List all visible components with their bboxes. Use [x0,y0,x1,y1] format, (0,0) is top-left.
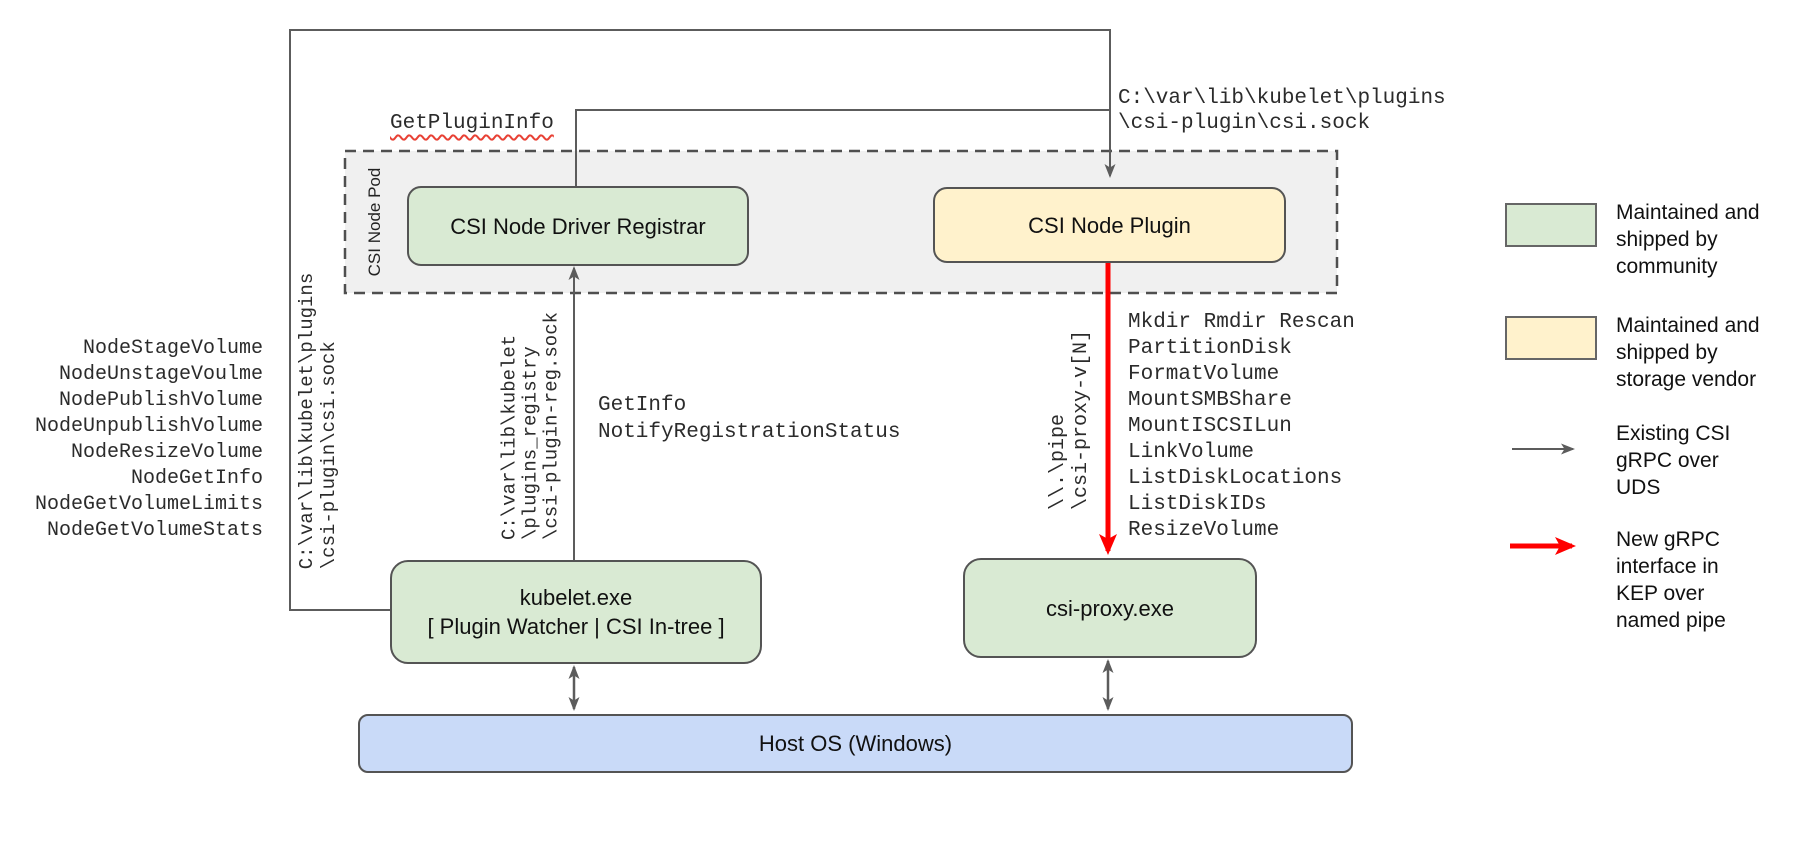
list-item: LinkVolume [1128,441,1255,464]
kubelet-label: kubelet.exe [ Plugin Watcher | CSI In-tr… [427,585,725,639]
list-item: Mkdir Rmdir Rescan [1128,311,1355,334]
csi-node-pod-label: CSI Node Pod [365,167,384,277]
registrar-getplugininfo-line [575,109,1110,187]
list-item: NodeGetVolumeStats [46,519,263,542]
list-item: ListDiskIDs [1128,493,1267,516]
csi-node-plugin-label: CSI Node Plugin [1028,212,1191,238]
kubelet-box: kubelet.exe [ Plugin Watcher | CSI In-tr… [390,560,762,664]
list-item: NodeResizeVolume [70,441,263,464]
list-item: NodeStageVolume [82,337,263,360]
list-item: FormatVolume [1128,363,1280,386]
getplugininfo-annotation: GetPluginInfo [390,112,554,135]
kubelet-to-node-plugin-line [289,29,1116,611]
legend-vendor-swatch [1505,316,1597,360]
reg-sock-path-vertical-annotation: C:\var\lib\kubelet \plugins_registry \cs… [498,311,563,541]
list-item: NodeGetInfo [130,467,263,490]
list-item: ListDiskLocations [1128,467,1343,490]
list-item: ResizeVolume [1128,519,1280,542]
list-item: MountSMBShare [1128,389,1292,412]
named-pipe-vertical-annotation: \\.\pipe \csi-proxy-v[N] [1047,329,1093,511]
csi-proxy-label: csi-proxy.exe [1046,595,1174,621]
legend-new-grpc-label: New gRPC interface in KEP over named pip… [1616,528,1726,632]
csi-proxy-box: csi-proxy.exe [963,558,1257,658]
csi-proxy-methods-list: Mkdir Rmdir Rescan PartitionDisk FormatV… [1128,310,1355,544]
host-os-box: Host OS (Windows) [358,714,1353,773]
csi-node-driver-registrar-label: CSI Node Driver Registrar [450,213,706,239]
list-item: NodeGetVolumeLimits [34,493,263,516]
legend-vendor-label: Maintained and shipped by storage vendor [1616,314,1760,391]
list-item: PartitionDisk [1128,337,1292,360]
csi-node-driver-registrar-box: CSI Node Driver Registrar [407,186,749,266]
csi-sock-path-annotation: C:\var\lib\kubelet\plugins \csi-plugin\c… [1118,87,1446,135]
list-item: NodePublishVolume [58,389,263,412]
legend-community-swatch [1505,203,1597,247]
list-item: NodeUnstageVoulme [58,363,263,386]
legend-community-label: Maintained and shipped by community [1616,201,1760,278]
list-item: NodeUnpublishVolume [34,415,263,438]
legend-existing-grpc-label: Existing CSI gRPC over UDS [1616,422,1731,499]
list-item: MountISCSILun [1128,415,1292,438]
registration-calls-annotation: GetInfo NotifyRegistrationStatus [598,394,901,444]
csi-node-plugin-box: CSI Node Plugin [933,187,1286,263]
host-os-label: Host OS (Windows) [758,731,953,756]
csi-sock-path-vertical-annotation: C:\var\lib\kubelet\plugins \csi-plugin\c… [296,272,340,570]
kubelet-csi-methods-list: NodeStageVolume NodeUnstageVoulme NodePu… [20,336,263,544]
